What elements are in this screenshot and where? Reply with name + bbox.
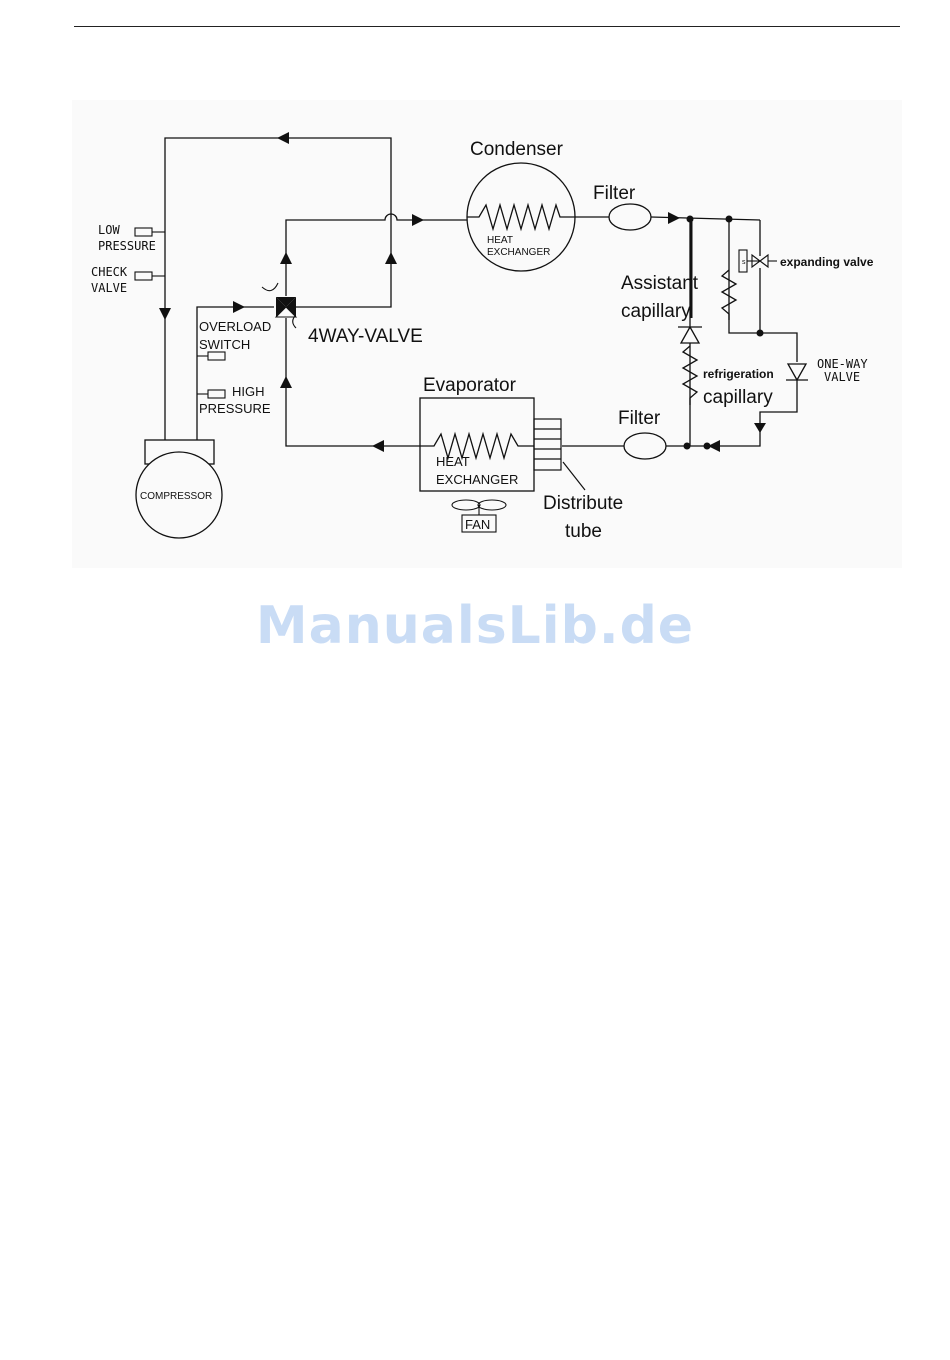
four-way-valve <box>276 297 296 317</box>
condenser-label: Condenser <box>470 139 564 160</box>
one-way-valve <box>786 364 808 380</box>
arrow-up-loop <box>385 252 397 264</box>
condenser-inlet-pipe <box>286 214 467 296</box>
four-way-swirl-bottom <box>293 316 296 328</box>
arrow-left-top <box>277 132 289 144</box>
arrow-down-left <box>159 308 171 320</box>
distribute-tube-label-2: tube <box>565 521 602 542</box>
filter-bottom <box>624 433 666 459</box>
compressor-label: COMPRESSOR <box>140 491 212 502</box>
check-valve-label-1: CHECK <box>91 265 128 279</box>
svg-text:s: s <box>742 259 746 266</box>
arrow-right-discharge <box>233 301 245 313</box>
one-way-valve-label-2: VALVE <box>824 370 860 384</box>
check-valve <box>135 272 152 280</box>
assistant-capillary-label-2: capillary <box>621 301 691 322</box>
filter-outlet-pipe <box>651 217 760 220</box>
refrigeration-capillary-label-1: refrigeration <box>703 367 774 381</box>
evaporator-heat-label: HEAT <box>436 454 470 469</box>
four-way-valve-label: 4WAY-VALVE <box>308 326 423 347</box>
arrow-down-capillary <box>754 423 766 433</box>
high-pressure-label-1: HIGH <box>232 384 265 399</box>
arrow-up-4way <box>280 252 292 264</box>
filter-top <box>609 204 651 230</box>
overload-switch-label-2: SWITCH <box>199 337 250 352</box>
assistant-check-valve <box>678 327 702 343</box>
arrow-up-evaporator <box>280 376 292 388</box>
low-pressure-label-1: LOW <box>98 223 120 237</box>
low-pressure-switch <box>135 228 152 236</box>
top-return-pipe <box>165 138 391 440</box>
four-way-swirl-top <box>262 283 278 291</box>
refrigeration-capillary-label-2: capillary <box>703 387 773 408</box>
condenser-exchanger-label: EXCHANGER <box>487 247 550 258</box>
overload-switch <box>208 352 225 360</box>
arrow-right-condenser <box>412 214 424 226</box>
filter-top-label: Filter <box>593 183 636 204</box>
evaporator-exchanger-label: EXCHANGER <box>436 472 518 487</box>
arrow-left-evaporator <box>372 440 384 452</box>
watermark: ManualsLib.de <box>0 596 950 656</box>
high-pressure-switch <box>208 390 225 398</box>
condenser-coil <box>467 205 575 229</box>
low-pressure-label-2: PRESSURE <box>98 239 156 253</box>
high-pressure-label-2: PRESSURE <box>199 401 271 416</box>
distribute-tube <box>534 419 585 490</box>
condenser-heat-label: HEAT <box>487 235 513 246</box>
one-way-valve-branch <box>760 333 797 362</box>
overload-switch-label-1: OVERLOAD <box>199 319 271 334</box>
evaporator-label: Evaporator <box>423 375 517 396</box>
one-way-valve-label-1: ONE-WAY <box>817 357 868 371</box>
filter-bottom-label: Filter <box>618 408 661 429</box>
assistant-capillary-label-1: Assistant <box>621 273 699 294</box>
expanding-valve-label: expanding valve <box>780 255 874 269</box>
compressor <box>136 440 222 538</box>
fan-label: FAN <box>465 517 490 532</box>
distribute-tube-label-1: Distribute <box>543 493 623 514</box>
arrow-right-filter <box>668 212 680 224</box>
check-valve-label-2: VALVE <box>91 281 127 295</box>
expanding-valve-branch <box>729 220 760 333</box>
